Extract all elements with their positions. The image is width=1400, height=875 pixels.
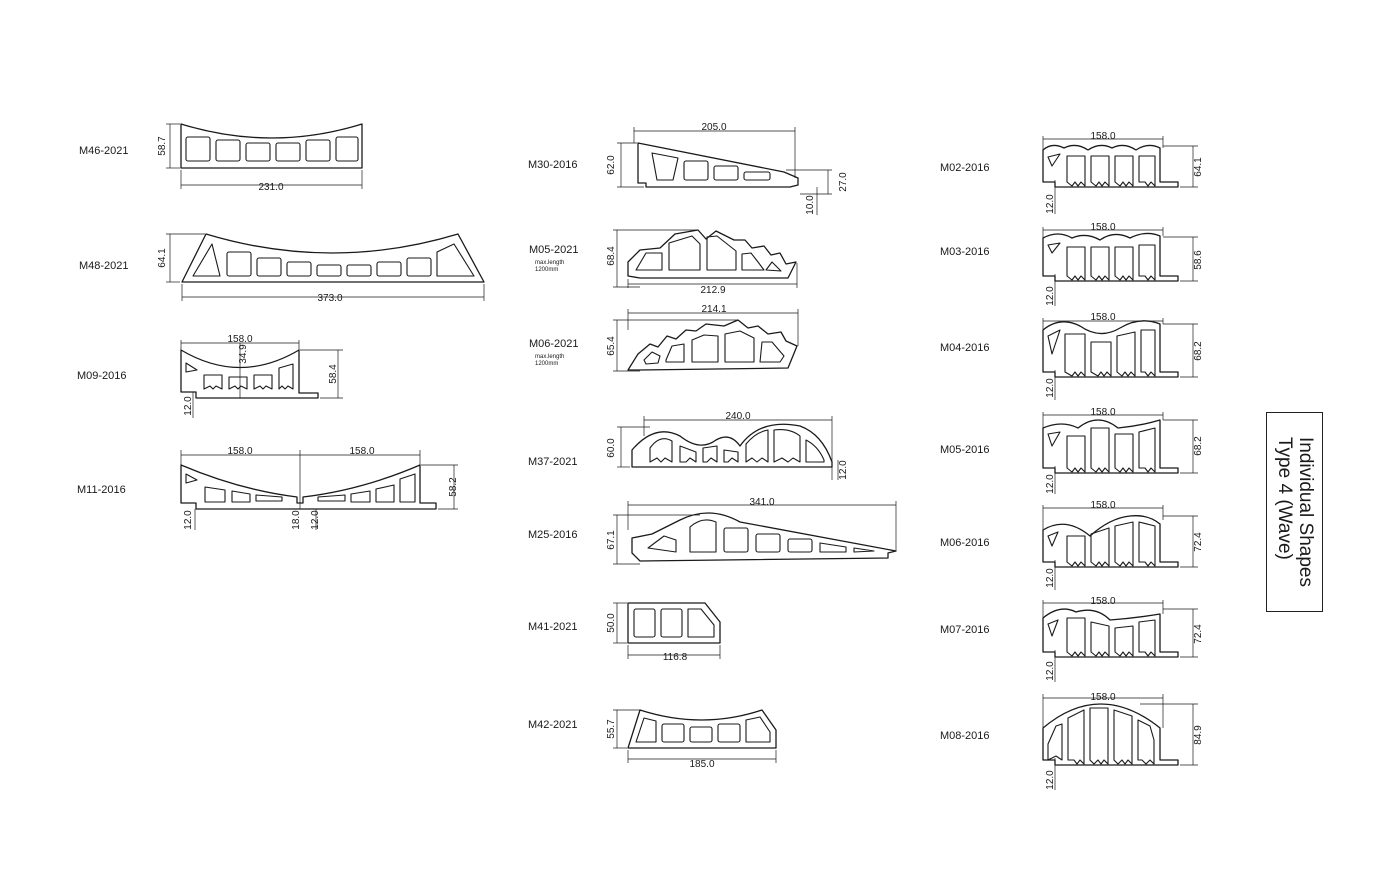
dim-m02-width: 158.0	[1090, 131, 1115, 142]
dim-m06-2016-base: 12.0	[1045, 568, 1056, 588]
dim-m05-2021-width: 212.9	[700, 285, 725, 296]
label-m42-2021: M42-2021	[528, 719, 578, 731]
dim-m09-height: 58.4	[328, 364, 339, 384]
dim-m06-2021-width: 214.1	[701, 304, 726, 315]
dim-m25-width: 341.0	[749, 497, 774, 508]
dim-m41-height: 50.0	[606, 613, 617, 633]
title-block: Individual Shapes Type 4 (Wave)	[1266, 412, 1323, 612]
dim-m11-width-right: 158.0	[349, 446, 374, 457]
label-m30-2016: M30-2016	[528, 159, 578, 171]
dim-m48-height: 64.1	[157, 248, 168, 268]
profile-m37-2021	[617, 416, 839, 480]
dim-m30-width: 205.0	[701, 122, 726, 133]
profile-m25-2016	[613, 501, 897, 565]
dim-m46-height: 58.7	[157, 136, 168, 156]
dim-m30-tip: 27.0	[838, 172, 849, 192]
dim-m37-height: 60.0	[606, 438, 617, 458]
note-m05-2021: max.length 1200mm	[535, 260, 565, 273]
dim-m11-base-right: 12.0	[310, 510, 321, 530]
label-m37-2021: M37-2021	[528, 456, 578, 468]
label-m03-2016: M03-2016	[940, 246, 990, 258]
label-m41-2021: M41-2021	[528, 621, 578, 633]
dim-m06-2021-height: 65.4	[606, 336, 617, 356]
profile-m08-2016	[1042, 694, 1198, 790]
label-m25-2016: M25-2016	[528, 529, 578, 541]
profile-m06-2021	[613, 309, 799, 372]
dim-m41-width: 116.8	[663, 652, 688, 663]
dim-m02-height: 64.1	[1193, 157, 1204, 177]
dim-m05-2016-base: 12.0	[1045, 474, 1056, 494]
dim-m07-base: 12.0	[1045, 661, 1056, 681]
profile-m11-2016	[180, 450, 458, 530]
note-m06-2021: max.length 1200mm	[535, 354, 565, 367]
dim-m42-height: 55.7	[606, 719, 617, 739]
dim-m07-height: 72.4	[1193, 624, 1204, 644]
dim-m05-2016-width: 158.0	[1090, 407, 1115, 418]
profile-m48-2021	[166, 233, 485, 301]
dim-m11-gap: 18.0	[291, 510, 302, 530]
profile-m04-2016	[1042, 318, 1198, 400]
dim-m06-2016-width: 158.0	[1090, 500, 1115, 511]
profile-m42-2021	[613, 709, 777, 763]
dim-m09-depth: 34.9	[238, 344, 249, 364]
dim-m46-width: 231.0	[258, 182, 283, 193]
profile-m02-2016	[1042, 136, 1198, 214]
profile-m09-2016	[180, 340, 343, 418]
label-m05-2016: M05-2016	[940, 444, 990, 456]
dim-m11-height: 58.2	[448, 477, 459, 497]
profile-m05-2021	[613, 229, 798, 288]
label-m06-2016: M06-2016	[940, 537, 990, 549]
label-m08-2016: M08-2016	[940, 730, 990, 742]
profile-m07-2016	[1042, 600, 1198, 682]
dim-m48-width: 373.0	[317, 293, 342, 304]
dim-m37-width: 240.0	[725, 411, 750, 422]
profile-m41-2021	[613, 602, 721, 659]
title-line-2: Type 4 (Wave)	[1273, 437, 1295, 560]
dim-m03-height: 58.6	[1193, 250, 1204, 270]
dim-m04-width: 158.0	[1090, 312, 1115, 323]
profile-m05-2016	[1042, 412, 1198, 494]
dim-m11-base-left: 12.0	[183, 510, 194, 530]
dim-m04-height: 68.2	[1193, 341, 1204, 361]
label-m05-2021: M05-2021	[529, 244, 579, 256]
dim-m03-width: 158.0	[1090, 222, 1115, 233]
title-line-1: Individual Shapes	[1294, 437, 1316, 587]
label-m07-2016: M07-2016	[940, 624, 990, 636]
dim-m37-tip: 12.0	[838, 460, 849, 480]
dim-m03-base: 12.0	[1045, 286, 1056, 306]
label-m04-2016: M04-2016	[940, 342, 990, 354]
dim-m05-2016-height: 68.2	[1193, 436, 1204, 456]
dim-m42-width: 185.0	[689, 759, 714, 770]
dim-m09-width: 158.0	[227, 334, 252, 345]
dim-m08-width: 158.0	[1090, 692, 1115, 703]
label-m46-2021: M46-2021	[79, 145, 129, 157]
title-text: Individual Shapes Type 4 (Wave)	[1274, 437, 1316, 587]
dim-m11-width-left: 158.0	[227, 446, 252, 457]
label-m11-2016: M11-2016	[77, 484, 126, 496]
dim-m04-base: 12.0	[1045, 378, 1056, 398]
dim-m30-height: 62.0	[606, 155, 617, 175]
dim-m08-height: 84.9	[1193, 725, 1204, 745]
dimension-labels: 58.7 231.0 64.1 373.0 158.0 34.9 58.4 12…	[157, 122, 1204, 790]
label-m06-2021: M06-2021	[529, 338, 579, 350]
dim-m25-height: 67.1	[606, 530, 617, 550]
label-m48-2021: M48-2021	[79, 260, 129, 272]
dim-m30-lip: 10.0	[805, 195, 816, 215]
profile-m03-2016	[1042, 227, 1198, 306]
profile-m30-2016	[617, 127, 832, 215]
dim-m05-2021-height: 68.4	[606, 246, 617, 266]
profile-m46-2021	[166, 123, 363, 189]
dim-m08-base: 12.0	[1045, 770, 1056, 790]
label-m09-2016: M09-2016	[77, 370, 127, 382]
dim-m06-2016-height: 72.4	[1193, 532, 1204, 552]
dim-m02-base: 12.0	[1045, 194, 1056, 214]
dim-m09-base: 12.0	[183, 396, 194, 416]
dim-m07-width: 158.0	[1090, 596, 1115, 607]
label-m02-2016: M02-2016	[940, 162, 990, 174]
profile-m06-2016	[1042, 505, 1198, 590]
